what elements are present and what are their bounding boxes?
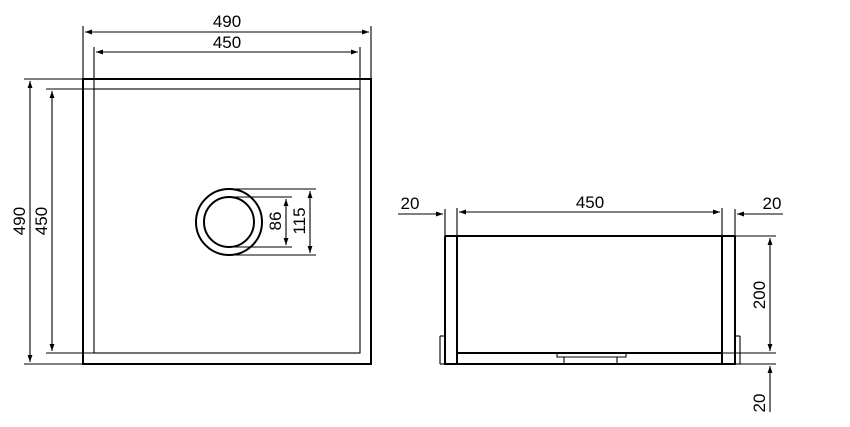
side-view-right-wall [721, 236, 736, 365]
top-view-outer-outline [82, 78, 372, 365]
dim-label-drain-115: 115 [290, 207, 309, 234]
dim-label-left-450: 450 [32, 207, 51, 235]
dim-label-side-right-20: 20 [763, 194, 782, 213]
dim-label-side-bottom-20: 20 [750, 394, 769, 413]
top-view-inner-outline [93, 88, 361, 354]
side-view-drain-outlet [616, 353, 627, 364]
side-view-left-wall [444, 236, 458, 365]
dim-label-drain-86: 86 [266, 212, 285, 231]
dim-label-top-450: 450 [213, 33, 241, 52]
side-view: 450 20 20 200 20 [398, 193, 783, 412]
dim-label-left-490: 490 [10, 207, 29, 235]
drain-outer-circle [195, 188, 263, 256]
dim-label-side-left-20: 20 [401, 194, 420, 213]
drain-inner-circle [203, 196, 255, 248]
dim-label-side-200: 200 [750, 281, 769, 309]
side-view-body [456, 235, 723, 354]
dim-label-top-490: 490 [213, 12, 241, 31]
dim-label-side-450: 450 [576, 193, 604, 212]
side-view-drain-outlet [556, 353, 565, 364]
top-view: 490 450 490 450 86 115 [10, 12, 372, 365]
